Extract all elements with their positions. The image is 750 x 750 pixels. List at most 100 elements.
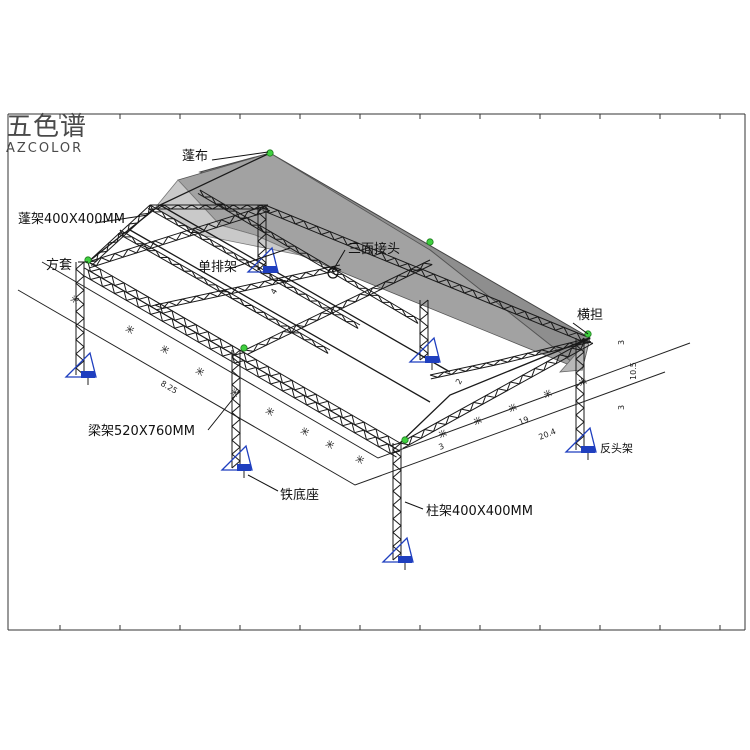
dim-side-span: 20.4 [537,427,557,442]
truss-structure [75,189,594,561]
segment-unit: 米 [159,343,171,356]
iron-base [381,536,414,570]
ground-dimension-outline [17,261,691,486]
truss-chord [246,264,433,355]
truss-chord [429,359,501,376]
truss-lacing [149,204,269,210]
iron-base [564,426,597,460]
truss-lacing [87,261,401,447]
truss-lacing [199,189,419,324]
base-plate [425,356,439,363]
segment-unit: 米 [324,438,336,451]
brand-logo: 五色谱 AZCOLOR [6,112,87,156]
dim-small-c: 2 [454,377,464,386]
label-iron-base: 铁底座 [280,488,320,503]
truss-lacing [429,359,501,378]
column-truss [575,337,585,451]
truss-lacing [87,204,151,263]
truss-chord [119,229,331,351]
segment-unit: 米 [577,376,588,388]
gable-truss-top [149,204,269,210]
brand-chinese: 五色谱 [6,112,88,142]
segment-unit: 米 [507,402,518,414]
segment-unit: 米 [354,453,366,466]
base-plate [237,464,251,471]
segment-unit: 米 [299,425,311,438]
truss-lacing [119,229,329,354]
truss-lacing [419,299,429,361]
truss-lacing [575,337,585,451]
iron-base [246,246,279,280]
canopy-cloth [154,152,591,373]
label-counter-frame: 反头架 [600,442,633,455]
segment-unit: 米 [194,365,206,378]
dim-front-count: 3 [437,442,445,452]
dim-small-a: 4 [269,287,279,296]
truss-chord [154,264,341,306]
dimension-labels: 8.25 20.4 19 10.5 3 3 3 4 5 2 [159,277,638,452]
column-truss [392,442,402,561]
iron-base [64,351,97,385]
iron-base [408,336,441,370]
label-beam-truss: 梁架520X760MM [88,424,195,439]
truss-chord [199,189,421,321]
base-plate [81,371,95,378]
columns [64,149,597,570]
segment-unit: 米 [542,388,553,400]
label-crossbeam: 横担 [577,308,604,323]
column-truss [231,349,241,469]
truss-lacing [75,261,85,376]
right-side-beam-truss [399,337,594,449]
truss-chord [399,337,591,444]
label-square-sleeve: 方套 [46,258,73,273]
truss-lacing [257,204,267,271]
truss-chord [117,233,329,354]
segment-unit: 米 [229,386,241,399]
dim-height-total: 10.5 [629,362,638,380]
truss-lacing [154,265,342,310]
base-plate [263,266,277,273]
segment-unit: 米 [69,293,81,306]
canopy-ribs [87,152,591,444]
truss-chord [147,208,359,329]
base-plate [581,446,595,453]
three-way-joint-marker [327,267,339,279]
gable-truss-right [429,359,501,380]
base-plate [398,556,412,563]
segment-unit: 米 [124,323,136,336]
brand-latin: AZCOLOR [6,141,84,156]
truss-chord [244,259,431,351]
truss-chord [499,337,591,361]
drawing-frame [7,113,746,631]
iron-base [220,444,253,478]
middle-cross-truss-2 [154,264,342,311]
frame-ticks [59,114,721,630]
truss-lacing [231,349,241,469]
truss-chord [155,269,342,311]
truss-lacing [392,442,402,561]
joint-node [426,238,434,246]
truss-lacing [399,340,594,446]
joint-node [266,149,274,157]
rafter-truss [197,189,421,324]
truss-chord [402,342,594,449]
label-column-truss: 柱架400X400MM [426,504,533,519]
label-three-way-joint: 三面接头 [348,242,401,257]
truss-chord [264,204,591,339]
dim-side-inner: 19 [517,415,530,427]
truss-lacing [87,269,401,455]
column-truss [419,299,429,361]
truss-chord [89,210,270,269]
back-beam-truss [262,204,591,345]
rafter-truss [117,229,331,354]
segment-unit: 米 [264,405,276,418]
truss-chord [197,193,419,324]
joint-node [240,344,248,352]
column-truss [75,261,85,376]
dim-height-lower: 3 [617,405,626,410]
dim-small-b: 5 [279,277,289,286]
segment-unit: 米 [472,415,483,427]
label-canopy-cloth: 蓬布 [182,149,209,164]
